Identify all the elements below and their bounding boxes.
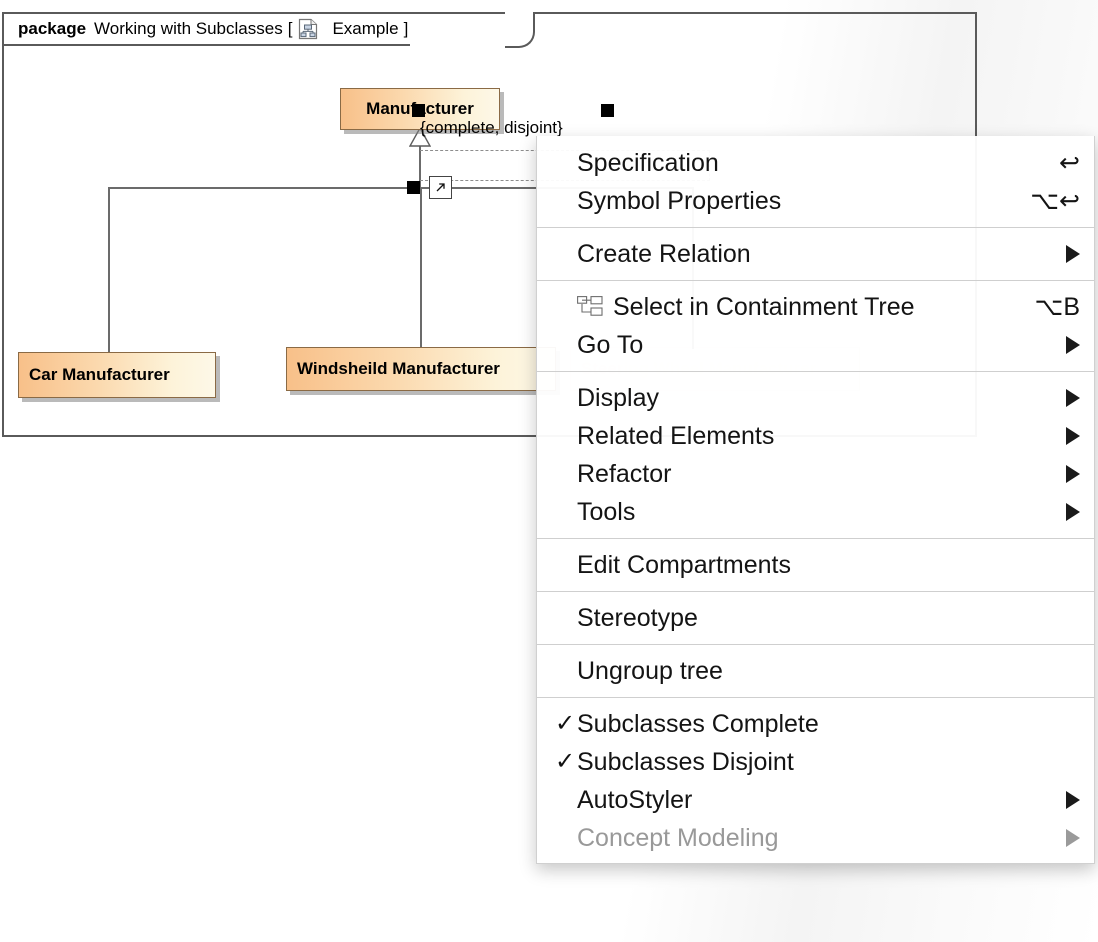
generalization-triangle-icon [409, 127, 431, 147]
context-menu[interactable]: Specification ↩ Symbol Properties ⌥↩ Create … [536, 136, 1095, 864]
package-tab-curve [505, 12, 535, 48]
menu-item-shortcut: ⌥↩ [1030, 186, 1080, 215]
generalization-stem [419, 130, 421, 188]
menu-item-concept-modeling: Concept Modeling [537, 819, 1094, 857]
submenu-arrow-icon [1066, 245, 1080, 263]
menu-separator [537, 697, 1094, 698]
menu-item-shortcut: ↩ [1059, 148, 1080, 177]
selection-handle[interactable] [412, 104, 425, 117]
menu-item-related-elements[interactable]: Related Elements [537, 417, 1094, 455]
submenu-arrow-icon [1066, 427, 1080, 445]
submenu-arrow-icon [1066, 336, 1080, 354]
generalization-branch-windsheild [420, 187, 422, 349]
menu-item-select-in-containment-tree[interactable]: Select in Containment Tree ⌥B [537, 288, 1094, 326]
generalization-bus [108, 187, 693, 189]
menu-item-label: Symbol Properties [577, 186, 782, 215]
menu-separator [537, 227, 1094, 228]
menu-item-display[interactable]: Display [537, 379, 1094, 417]
package-keyword: package [18, 19, 87, 38]
class-windsheild-manufacturer[interactable]: Windsheild Manufacturer [286, 347, 556, 391]
containment-tree-icon [577, 296, 603, 318]
menu-separator [537, 280, 1094, 281]
menu-item-label: Subclasses Complete [577, 709, 819, 738]
checkmark-icon: ✓ [555, 710, 576, 737]
menu-item-autostyler[interactable]: AutoStyler [537, 781, 1094, 819]
menu-item-label: Subclasses Disjoint [577, 747, 794, 776]
menu-item-shortcut: ⌥B [1034, 292, 1080, 321]
menu-item-label: Display [577, 383, 659, 412]
open-link-arrow-icon[interactable] [429, 176, 452, 199]
menu-separator [537, 591, 1094, 592]
menu-item-label: Edit Compartments [577, 550, 791, 579]
submenu-arrow-icon [1066, 791, 1080, 809]
selection-handle[interactable] [407, 181, 420, 194]
menu-separator [537, 371, 1094, 372]
selection-handle[interactable] [601, 104, 614, 117]
menu-item-refactor[interactable]: Refactor [537, 455, 1094, 493]
menu-item-label: Select in Containment Tree [613, 292, 915, 321]
menu-item-edit-compartments[interactable]: Edit Compartments [537, 546, 1094, 584]
menu-item-label: Related Elements [577, 421, 775, 450]
menu-item-label: Ungroup tree [577, 656, 723, 685]
diagram-icon [298, 18, 318, 40]
menu-item-label: AutoStyler [577, 785, 693, 814]
menu-item-label: Concept Modeling [577, 823, 779, 852]
menu-item-ungroup-tree[interactable]: Ungroup tree [537, 652, 1094, 690]
menu-item-subclasses-disjoint[interactable]: ✓Subclasses Disjoint [537, 743, 1094, 781]
menu-item-stereotype[interactable]: Stereotype [537, 599, 1094, 637]
menu-item-label: Refactor [577, 459, 672, 488]
class-car-manufacturer[interactable]: Car Manufacturer [18, 352, 216, 398]
menu-item-label: Specification [577, 148, 719, 177]
bracket-open: [ [287, 19, 293, 38]
menu-separator [537, 644, 1094, 645]
generalization-branch-car [108, 187, 110, 354]
menu-item-label: Stereotype [577, 603, 698, 632]
menu-item-specification[interactable]: Specification ↩ [537, 144, 1094, 182]
diagram-name: Example [332, 19, 399, 38]
menu-item-go-to[interactable]: Go To [537, 326, 1094, 364]
menu-item-symbol-properties[interactable]: Symbol Properties ⌥↩ [537, 182, 1094, 220]
submenu-arrow-icon [1066, 389, 1080, 407]
submenu-arrow-icon [1066, 465, 1080, 483]
class-windsheild-manufacturer-label: Windsheild Manufacturer [297, 359, 500, 378]
checkmark-icon: ✓ [555, 748, 576, 775]
menu-item-tools[interactable]: Tools [537, 493, 1094, 531]
submenu-arrow-icon [1066, 503, 1080, 521]
menu-item-subclasses-complete[interactable]: ✓Subclasses Complete [537, 705, 1094, 743]
package-name: Working with Subclasses [94, 19, 283, 38]
menu-item-create-relation[interactable]: Create Relation [537, 235, 1094, 273]
menu-separator [537, 538, 1094, 539]
bracket-close: ] [403, 19, 409, 38]
class-car-manufacturer-label: Car Manufacturer [29, 365, 170, 384]
menu-item-label: Go To [577, 330, 644, 359]
submenu-arrow-icon [1066, 829, 1080, 847]
menu-item-label: Create Relation [577, 239, 751, 268]
menu-item-label: Tools [577, 497, 636, 526]
generalization-constraint-label: {complete, disjoint} [420, 118, 563, 137]
package-header: package Working with Subclasses [ Exampl… [2, 12, 411, 46]
